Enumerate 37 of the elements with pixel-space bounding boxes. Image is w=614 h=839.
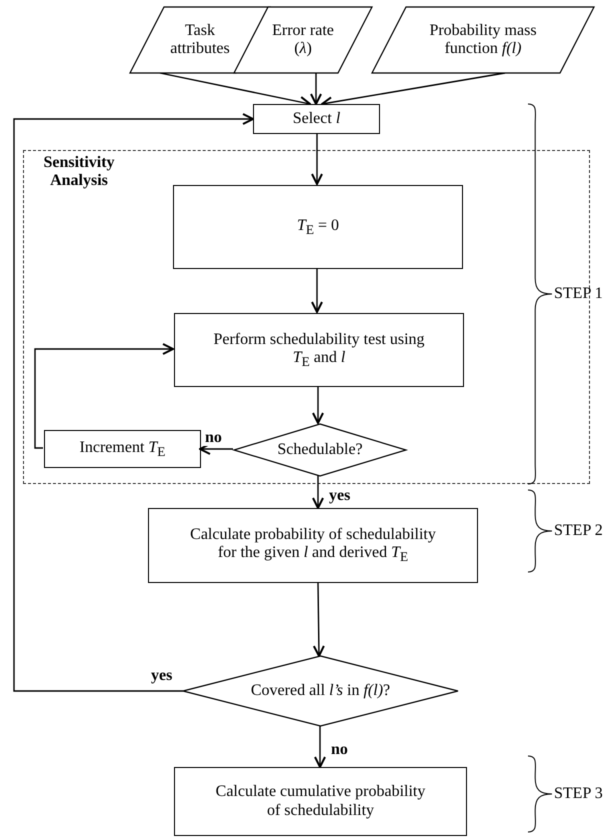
- decision-diamond: [234, 424, 406, 476]
- arrow: [13, 113, 254, 692]
- process-box: [148, 508, 478, 583]
- process-box: [44, 430, 201, 468]
- arrow: [314, 726, 326, 768]
- arrow: [311, 268, 323, 313]
- arrow: [199, 443, 233, 455]
- arrow: [34, 343, 174, 449]
- arrow: [312, 583, 325, 657]
- step-label: STEP 3: [554, 785, 603, 803]
- node-text: Task attributes: [169, 22, 231, 58]
- node-text: T$_{E}$ = 0: [296, 216, 340, 238]
- node-text: Calculate cumulative probability of schedulability: [214, 783, 426, 820]
- process-box: [253, 104, 380, 134]
- arrow: [312, 475, 324, 509]
- input-parallelogram: [130, 7, 270, 73]
- step-label: STEP 1: [554, 285, 603, 303]
- input-parallelogram: [234, 7, 372, 73]
- node-text: Increment T$_{E}$: [80, 438, 166, 460]
- node-text: Select l: [292, 110, 340, 128]
- node-text: Covered all l’s in f(l)?: [250, 682, 390, 700]
- group-title: Sensitivity Analysis: [42, 154, 116, 191]
- arrow: [312, 386, 324, 424]
- node-text: Probability mass function f(l): [428, 22, 538, 58]
- process-box: [173, 185, 463, 269]
- dashed-group-box: [23, 150, 590, 484]
- arrow: [310, 73, 322, 105]
- node-text: Calculate probability of schedulability for the given l and derived T$_{E}$: [189, 526, 437, 565]
- node-text: Perform schedulability test using T$_{E}$ and l: [212, 330, 426, 370]
- decision-diamond: [183, 656, 458, 726]
- arrow: [311, 134, 323, 185]
- process-box: [174, 313, 464, 387]
- node-text: Error rate (λ): [271, 22, 335, 58]
- input-parallelogram: [372, 7, 594, 73]
- node-text: Schedulable?: [277, 440, 363, 460]
- process-box: [174, 767, 467, 836]
- step-label: STEP 2: [554, 522, 603, 540]
